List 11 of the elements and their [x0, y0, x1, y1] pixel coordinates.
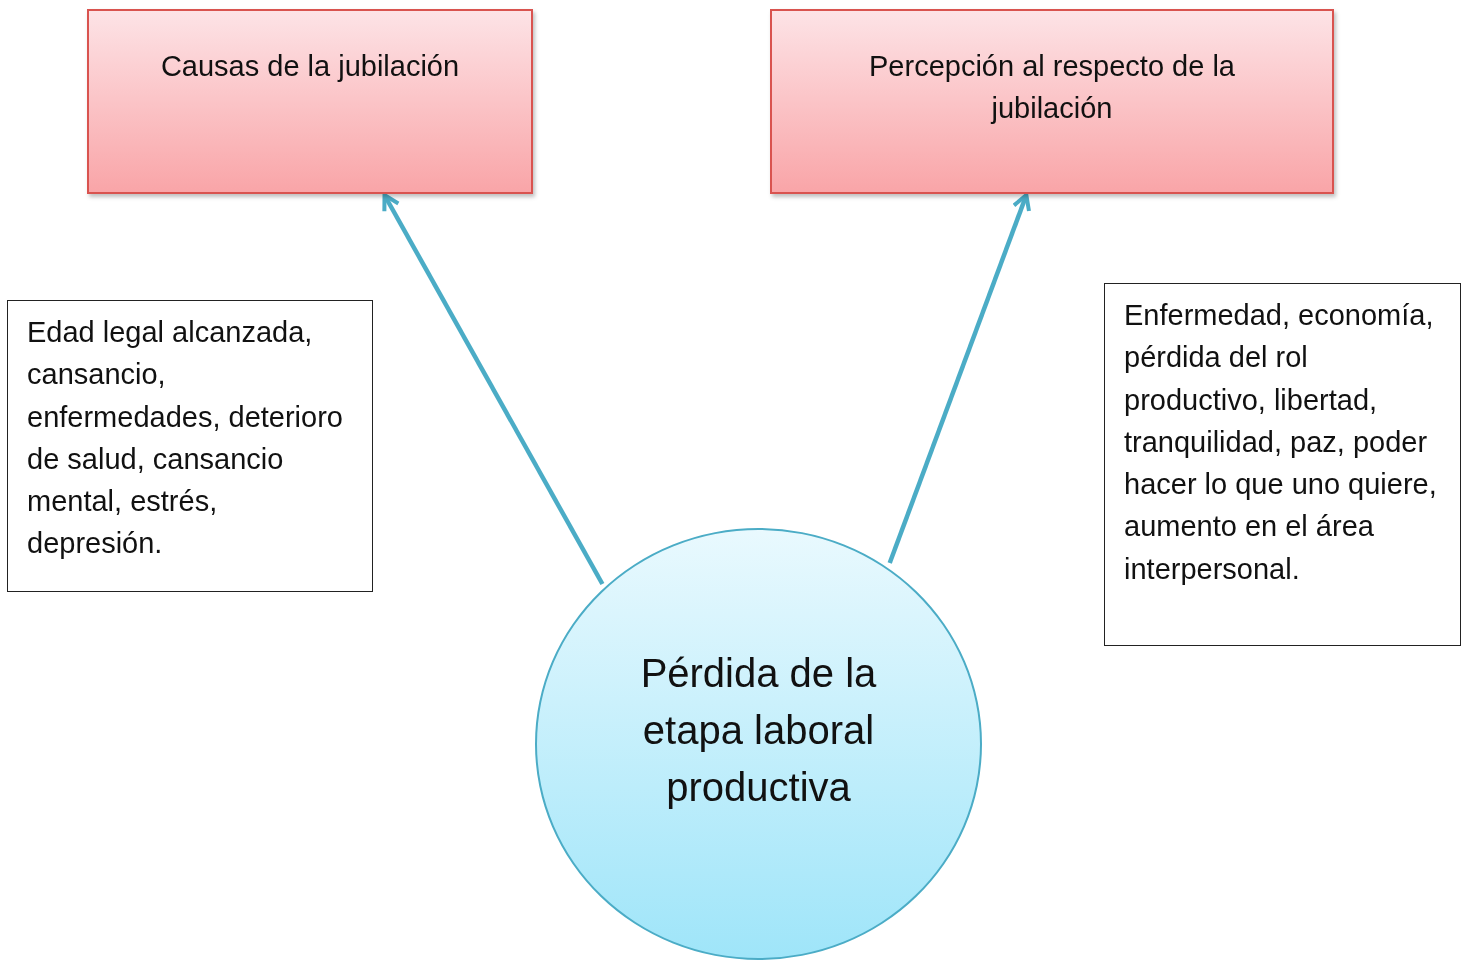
title-box	[87, 9, 533, 194]
text-box	[7, 300, 373, 592]
circle-label: Pérdida de la etapa laboral productiva	[639, 650, 878, 811]
box-text: Enfermedad, economía, pérdida del rol productivo, libertad, tranquilidad, paz, poder hacer lo que uno quiere, aumento en el área interpersonal.	[1124, 298, 1438, 587]
box-title: Percepción al respecto de la jubilación	[868, 49, 1236, 126]
box-title: Causas de la jubilación	[160, 49, 460, 84]
box-text: Edad legal alcanzada, cansancio, enfermedades, deterioro de salud, cansancio mental, estrés, depresión.	[27, 315, 344, 562]
arrow	[382, 193, 605, 586]
title-box	[770, 9, 1334, 194]
text-box	[1104, 283, 1461, 646]
arrow	[887, 193, 1031, 564]
